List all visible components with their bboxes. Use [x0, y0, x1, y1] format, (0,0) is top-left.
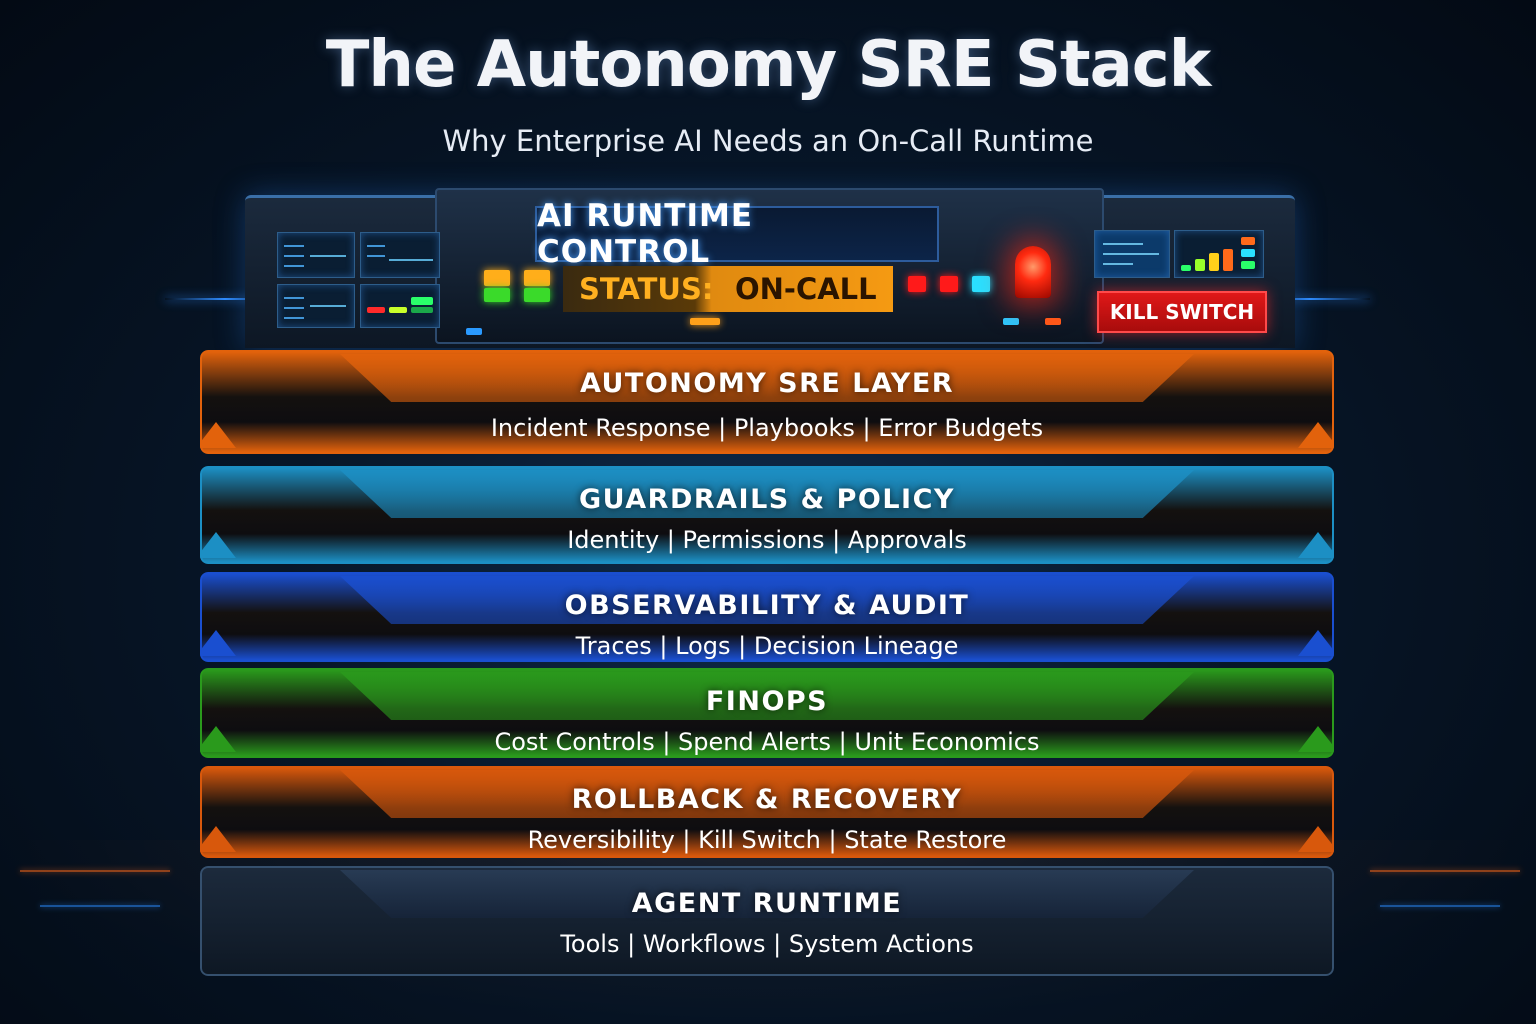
- monitor-line-chart-icon: [360, 232, 440, 278]
- orange-indicator-icon: [1045, 318, 1061, 325]
- layer-title-tab: [340, 672, 1194, 720]
- green-led-icon: [484, 288, 510, 302]
- layer-title: ROLLBACK & RECOVERY: [571, 784, 963, 815]
- green-led-icon: [524, 288, 550, 302]
- layer-title-tab: [340, 354, 1194, 402]
- stack-layer: ROLLBACK & RECOVERY Reversibility | Kill …: [200, 766, 1334, 858]
- corner-triangle-icon: [1298, 826, 1334, 852]
- circuit-trace: [20, 870, 170, 872]
- page-subtitle: Why Enterprise AI Needs an On-Call Runti…: [442, 124, 1094, 158]
- status-label: STATUS:: [579, 272, 714, 306]
- corner-triangle-icon: [1298, 532, 1334, 558]
- corner-triangle-icon: [1298, 422, 1334, 448]
- stack-layer: OBSERVABILITY & AUDIT Traces | Logs | Dec…: [200, 572, 1334, 662]
- circuit-trace: [1370, 870, 1520, 872]
- corner-triangle-icon: [1298, 630, 1334, 656]
- layer-items: Tools | Workflows | System Actions: [560, 930, 974, 958]
- cyan-indicator-icon: [1003, 318, 1019, 325]
- right-glow-line: [1250, 298, 1370, 300]
- kill-switch-button[interactable]: KILL SWITCH: [1097, 291, 1267, 333]
- layer-items: Identity | Permissions | Approvals: [567, 526, 967, 554]
- corner-triangle-icon: [200, 532, 236, 558]
- alarm-beacon-icon: [1015, 246, 1051, 298]
- monitor-bars-icon: [360, 284, 440, 328]
- corner-triangle-icon: [200, 630, 236, 656]
- corner-triangle-icon: [200, 422, 236, 448]
- layer-title-tab: [340, 576, 1194, 624]
- page-title: The Autonomy SRE Stack: [325, 28, 1212, 102]
- layer-items: Cost Controls | Spend Alerts | Unit Econ…: [494, 728, 1040, 756]
- console-title: AI RUNTIME CONTROL: [535, 198, 939, 270]
- layer-title: AUTONOMY SRE LAYER: [579, 368, 955, 399]
- stack-layer: AUTONOMY SRE LAYER Incident Response | Pl…: [200, 350, 1334, 454]
- status-value: ON-CALL: [735, 272, 877, 306]
- stack-layer: AGENT RUNTIME Tools | Workflows | System …: [200, 866, 1334, 976]
- left-glow-line: [165, 298, 285, 300]
- blue-indicator-icon: [466, 328, 482, 335]
- layer-title-tab: [340, 870, 1194, 918]
- corner-triangle-icon: [200, 726, 236, 752]
- orange-indicator-icon: [690, 318, 720, 325]
- layer-title: AGENT RUNTIME: [631, 888, 903, 919]
- layer-items: Incident Response | Playbooks | Error Bu…: [490, 414, 1044, 442]
- corner-triangle-icon: [1298, 726, 1334, 752]
- cyan-led-icon: [972, 276, 990, 292]
- stack-layer: FINOPS Cost Controls | Spend Alerts | Uni…: [200, 668, 1334, 758]
- layer-items: Traces | Logs | Decision Lineage: [575, 632, 959, 660]
- layer-title: OBSERVABILITY & AUDIT: [564, 590, 970, 621]
- layer-title: FINOPS: [705, 686, 829, 717]
- monitor-signal-icon: [277, 284, 355, 328]
- layer-title-tab: [340, 470, 1194, 518]
- amber-led-icon: [524, 270, 550, 286]
- red-led-icon: [940, 276, 958, 292]
- red-led-icon: [908, 276, 926, 292]
- layer-items: Reversibility | Kill Switch | State Rest…: [527, 826, 1007, 854]
- corner-triangle-icon: [200, 826, 236, 852]
- circuit-trace: [40, 905, 160, 907]
- stack-layer: GUARDRAILS & POLICY Identity | Permission…: [200, 466, 1334, 564]
- monitor-bar-chart-icon: [1174, 230, 1264, 278]
- monitor-waveform-icon: [277, 232, 355, 278]
- circuit-trace: [1380, 905, 1500, 907]
- layer-title: GUARDRAILS & POLICY: [579, 484, 955, 515]
- status-badge: STATUS: ON-CALL: [563, 266, 893, 312]
- amber-led-icon: [484, 270, 510, 286]
- layer-title-tab: [340, 770, 1194, 818]
- monitor-text-icon: [1094, 230, 1170, 278]
